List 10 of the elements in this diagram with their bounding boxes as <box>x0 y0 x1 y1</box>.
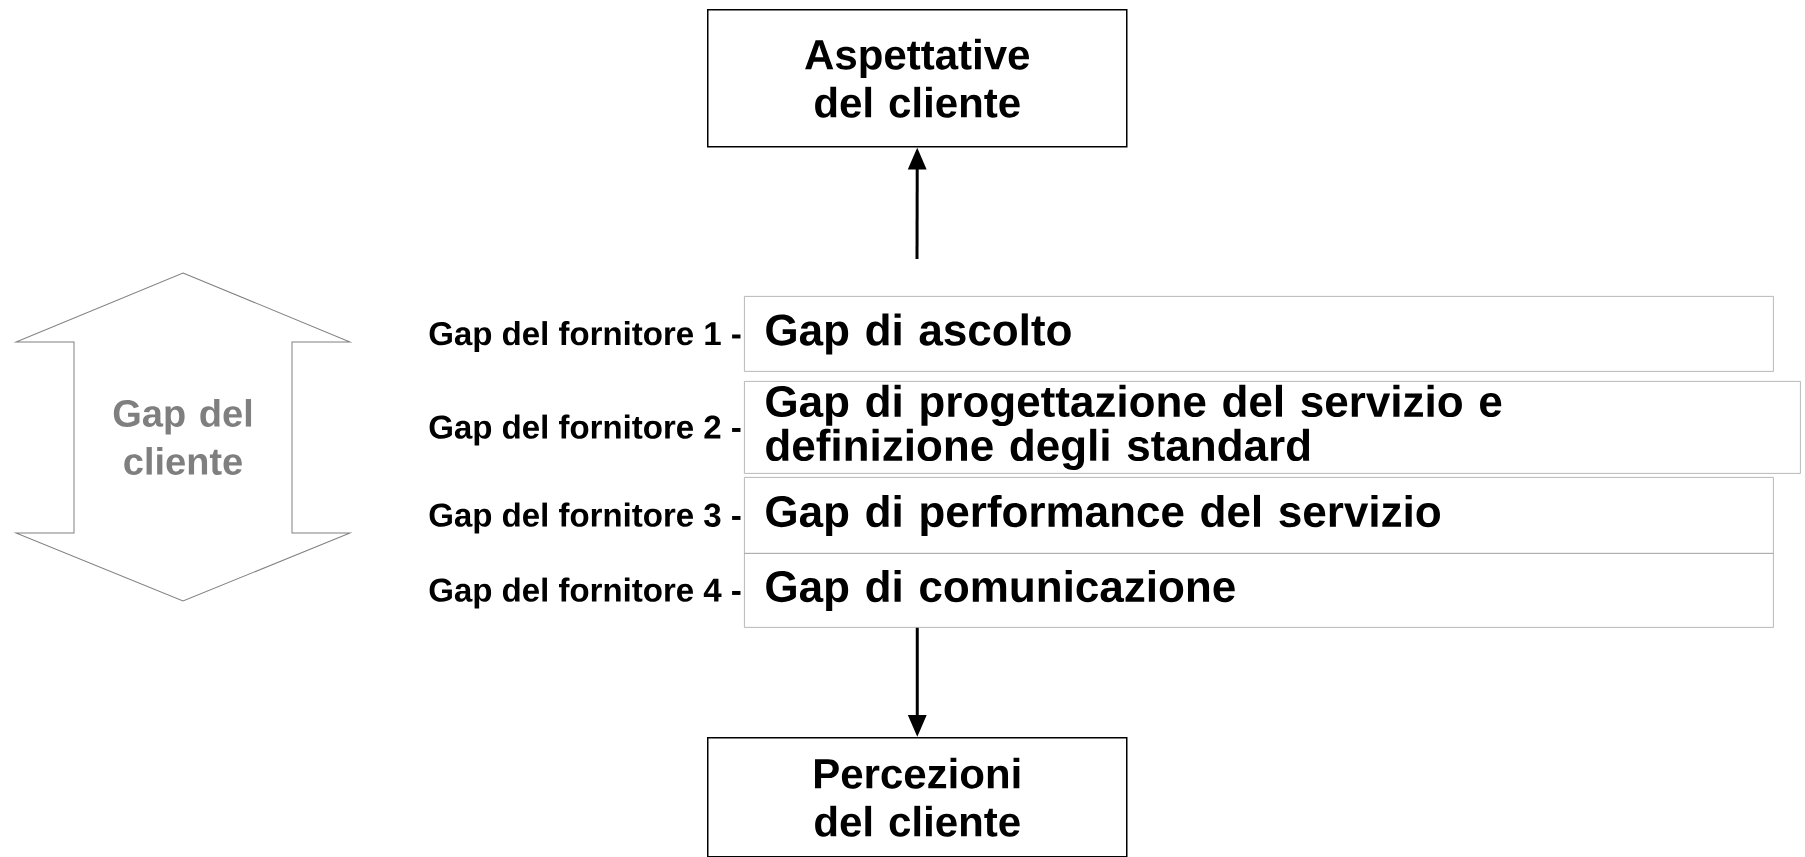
title-box: Aspettative del cliente <box>707 9 1128 148</box>
gap-box: Gap di comunicazione <box>744 553 1774 628</box>
gap-box: Gap di ascolto <box>744 296 1774 372</box>
gap-label: Gap del fornitore 2 - <box>429 414 741 446</box>
gap-label: Gap del fornitore 4 - <box>429 577 741 609</box>
gap-box: Gap di progettazione del servizio e definizione degli standard <box>744 381 1801 474</box>
gap-label: Gap del fornitore 1 - <box>429 321 741 352</box>
title-box: Percezioni del cliente <box>707 737 1128 857</box>
gap-label: Gap del fornitore 3 - <box>429 502 741 534</box>
gap-box: Gap di performance del servizio <box>744 477 1774 554</box>
